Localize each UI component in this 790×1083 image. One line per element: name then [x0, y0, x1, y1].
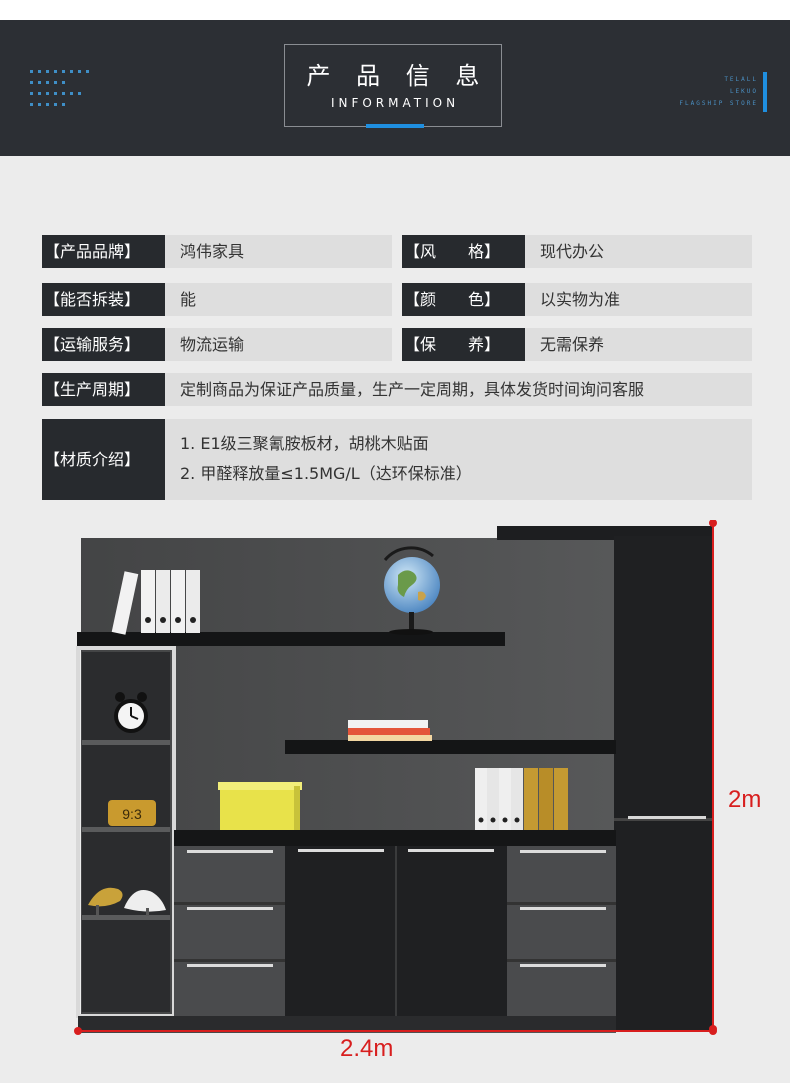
spec-label: 【运输服务】 [42, 328, 165, 361]
drawer-handle [520, 907, 606, 910]
door-handle [298, 849, 384, 852]
drawer-handle [520, 964, 606, 967]
middle-shelf [285, 740, 616, 754]
svg-text:9:3: 9:3 [122, 806, 142, 822]
desk-clock-icon: 9:3 [108, 800, 156, 826]
spec-row-maintenance: 【保 养】 无需保养 [402, 328, 752, 361]
spec-row-brand: 【产品品牌】 鸿伟家具 [42, 235, 392, 268]
drawer-handle [187, 907, 273, 910]
height-dimension-label: 2m [728, 786, 762, 813]
drawer-handle [187, 964, 273, 967]
plinth [78, 1016, 616, 1030]
spec-row-production: 【生产周期】 定制商品为保证产品质量，生产一定周期，具体发货时间询问客服 [42, 373, 752, 406]
books-stack [348, 720, 432, 741]
spec-label: 【能否拆装】 [42, 283, 165, 316]
spec-value: 物流运输 [165, 328, 392, 361]
drawer-handle [187, 850, 273, 853]
spec-value: 鸿伟家具 [165, 235, 392, 268]
section-title: 产 品 信 息 [306, 62, 489, 90]
storage-box [218, 782, 302, 832]
alarm-clock-icon [114, 692, 148, 733]
store-line-2: LEKUO [729, 88, 758, 95]
section-subtitle: INFORMATION [330, 96, 460, 110]
spec-row-color: 【颜 色】 以实物为准 [402, 283, 752, 316]
spec-value: 无需保养 [525, 328, 752, 361]
dot-pattern-decoration [30, 70, 89, 114]
tall-cabinet [614, 536, 712, 1030]
door-handle [408, 849, 494, 852]
spec-value: 以实物为准 [525, 283, 752, 316]
binders-upper [111, 570, 200, 635]
left-drawer-stack [174, 846, 285, 1018]
spec-row-style: 【风 格】 现代办公 [402, 235, 752, 268]
spec-label: 【颜 色】 [402, 283, 525, 316]
spec-row-shipping: 【运输服务】 物流运输 [42, 328, 392, 361]
store-name: TELALL LEKUO FLAGSHIP STORE [679, 74, 758, 110]
right-drawer-stack [507, 846, 616, 1018]
drawer-handle [520, 850, 606, 853]
top-strip [0, 0, 790, 20]
spec-label: 【风 格】 [402, 235, 525, 268]
spec-row-detachable: 【能否拆装】 能 [42, 283, 392, 316]
bird-ornament-icon [88, 887, 166, 916]
spec-value: 现代办公 [525, 235, 752, 268]
spec-row-material: 【材质介绍】 1. E1级三聚氰胺板材，胡桃木贴面 2. 甲醛释放量≤1.5MG… [42, 419, 752, 500]
globe-icon [383, 546, 440, 635]
store-line-1: TELALL [724, 76, 758, 83]
counter-top [174, 830, 616, 846]
material-line-1: 1. E1级三聚氰胺板材，胡桃木贴面 [180, 434, 429, 453]
section-title-box: 产 品 信 息 INFORMATION [284, 44, 502, 127]
info-banner: 产 品 信 息 INFORMATION TELALL LEKUO FLAGSHI… [0, 20, 790, 156]
binders-lower [475, 768, 568, 830]
spec-label: 【保 养】 [402, 328, 525, 361]
material-line-2: 2. 甲醛释放量≤1.5MG/L（达环保标准） [180, 464, 472, 483]
spec-label: 【材质介绍】 [42, 419, 165, 500]
product-photo: 9:3 [74, 520, 717, 1035]
store-accent-bar [763, 72, 767, 112]
spec-label: 【生产周期】 [42, 373, 165, 406]
spec-value: 定制商品为保证产品质量，生产一定周期，具体发货时间询问客服 [165, 373, 752, 406]
tall-cabinet-handle [628, 816, 706, 819]
spec-value: 能 [165, 283, 392, 316]
upper-shelf [77, 632, 505, 646]
title-accent-bar [366, 124, 424, 128]
spec-value: 1. E1级三聚氰胺板材，胡桃木贴面 2. 甲醛释放量≤1.5MG/L（达环保标… [165, 419, 752, 500]
width-dimension-label: 2.4m [340, 1035, 394, 1062]
spec-label: 【产品品牌】 [42, 235, 165, 268]
store-line-3: FLAGSHIP STORE [679, 100, 758, 107]
